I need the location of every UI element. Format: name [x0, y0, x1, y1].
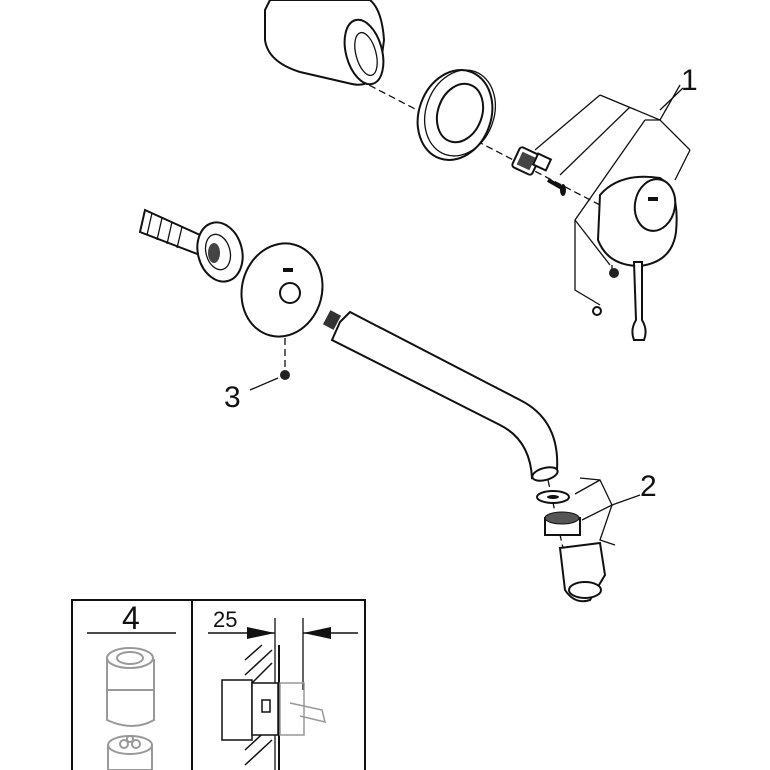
adapter-nut [511, 146, 553, 176]
hose-tail [138, 208, 244, 283]
callout-2-leaders [574, 477, 641, 546]
callout-label-3: 3 [224, 381, 241, 414]
aerator-set [536, 490, 607, 603]
spout [322, 310, 559, 482]
mixer-handle [596, 175, 678, 341]
info-box [71, 599, 366, 770]
wall-section [221, 644, 327, 770]
rosette-ring [416, 69, 496, 161]
dimension-label: 25 [213, 607, 238, 632]
callout-label-2: 2 [640, 470, 657, 503]
spout-rosette [240, 242, 324, 338]
cartridge [106, 647, 155, 770]
handle-screw [609, 268, 619, 278]
callout-label-4: 4 [122, 600, 140, 636]
set-screw [547, 178, 566, 196]
callout-label-1: 1 [681, 64, 698, 97]
sleeve-cylinder [264, 0, 386, 86]
grub-screw [280, 370, 290, 380]
cap-screw [592, 306, 602, 316]
